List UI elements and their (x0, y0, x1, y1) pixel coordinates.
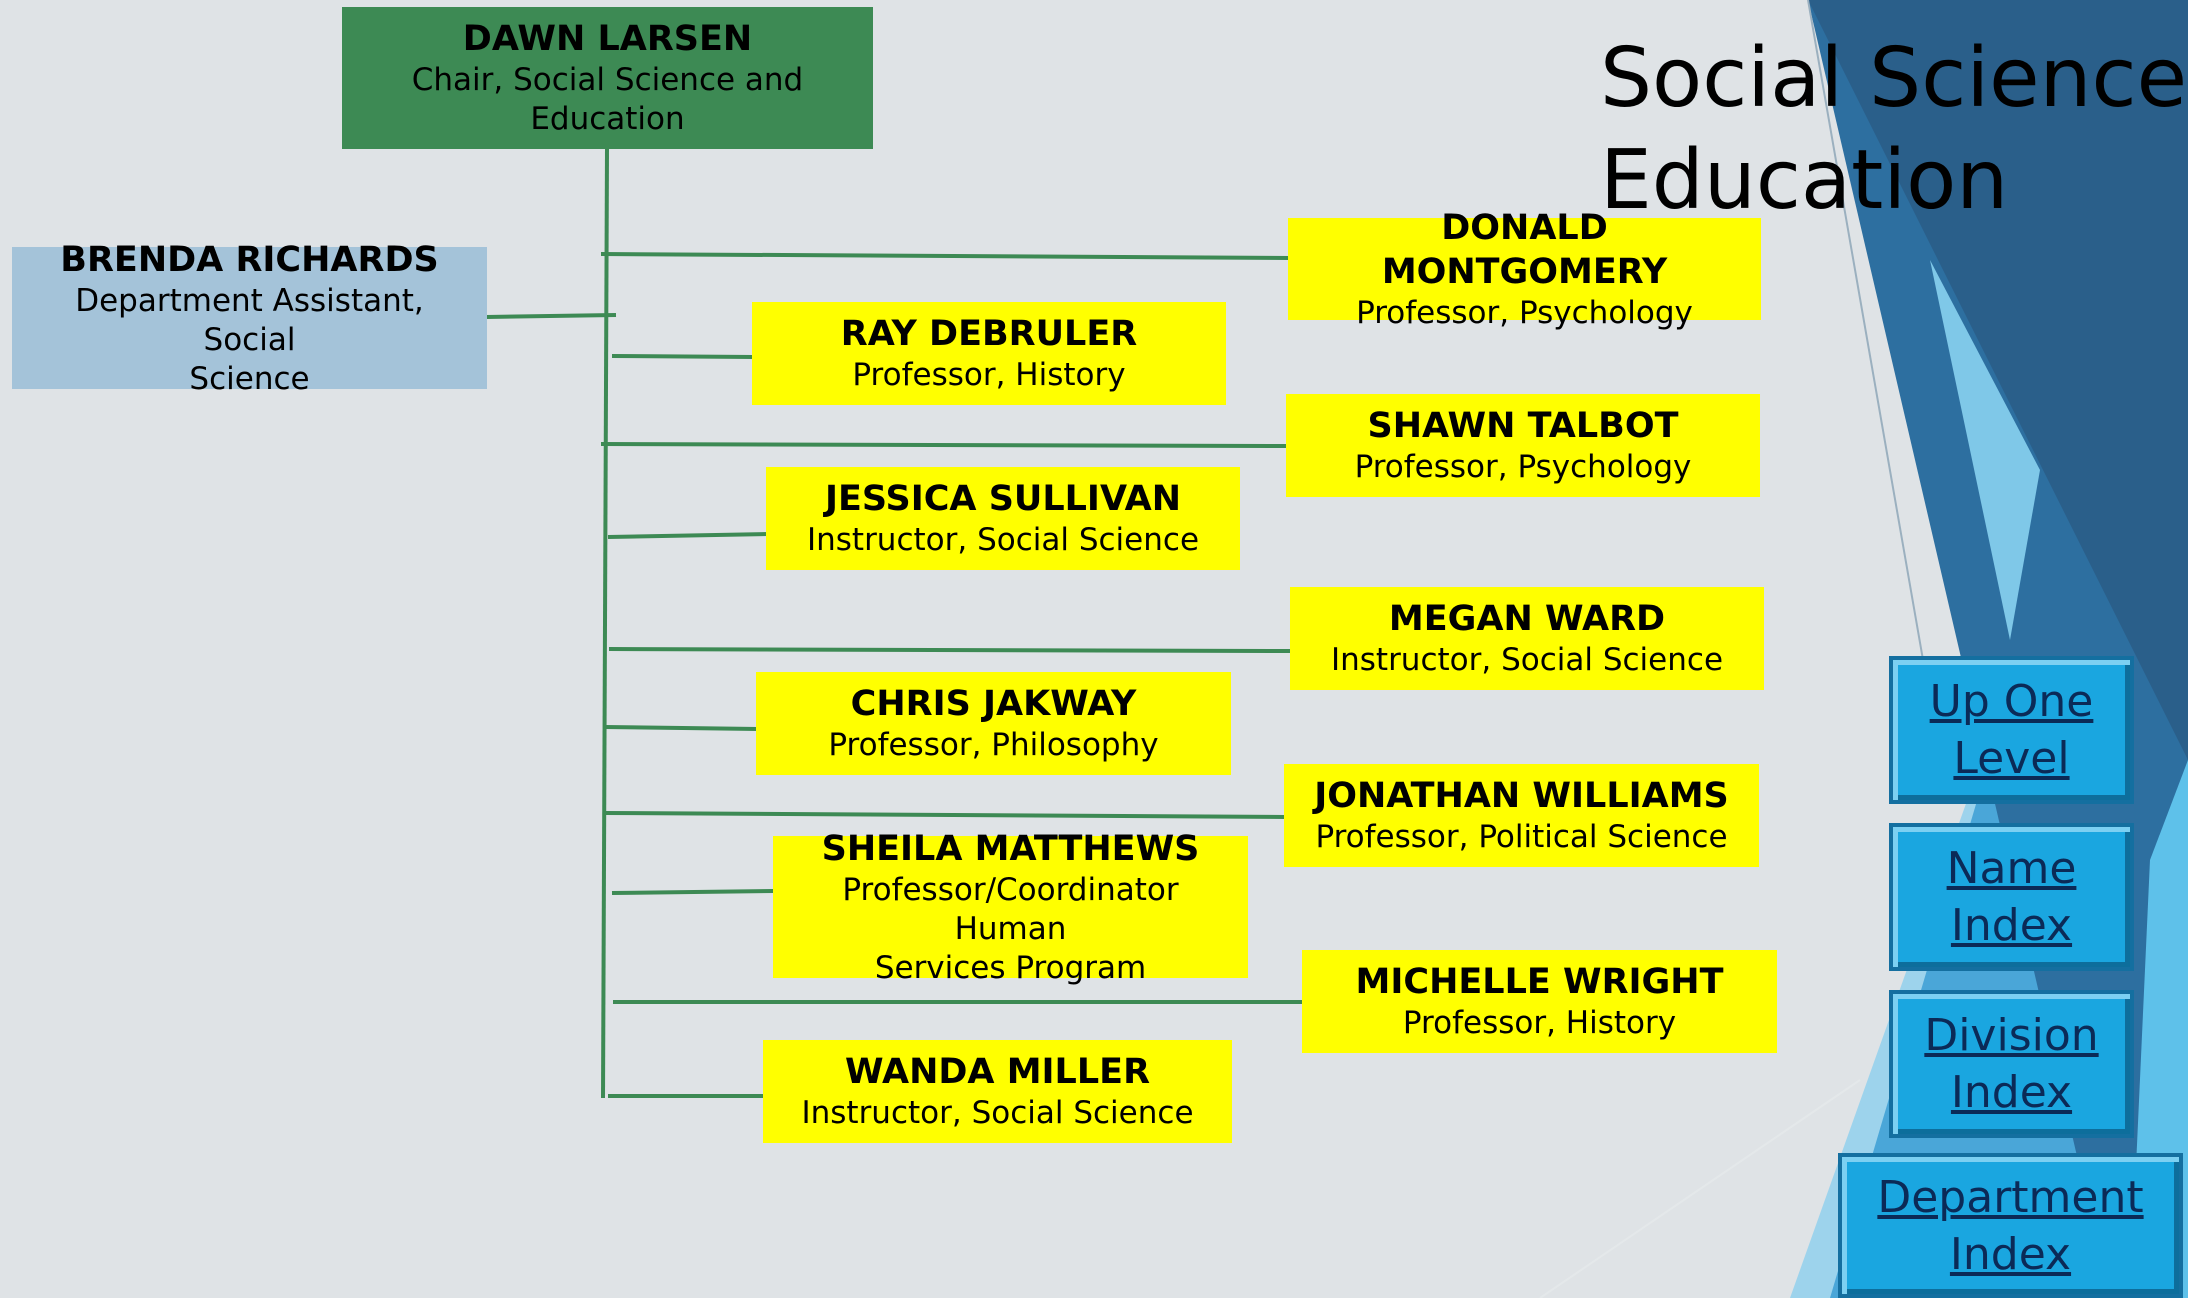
person-role: Department Assistant, Social (75, 282, 424, 358)
person-name: MEGAN WARD (1388, 599, 1666, 639)
member-box-jessica-sullivan: JESSICA SULLIVAN Instructor, Social Scie… (766, 467, 1240, 570)
person-role: Professor, Philosophy (828, 727, 1159, 763)
member-box-chris-jakway: CHRIS JAKWAY Professor, Philosophy (756, 672, 1231, 775)
member-box-ray-debruler: RAY DEBRULER Professor, History (752, 302, 1226, 405)
chair-box: DAWN LARSEN Chair, Social Science and Ed… (342, 7, 873, 149)
person-name: DAWN LARSEN (462, 19, 753, 59)
deco-shape-light-edge (1930, 260, 2040, 640)
member-box-jonathan-williams: JONATHAN WILLIAMS Professor, Political S… (1284, 764, 1759, 867)
deco-shape-dark-overlay (1808, 0, 2188, 760)
connector-chris-jakway (604, 725, 759, 731)
person-name: CHRIS JAKWAY (850, 684, 1137, 724)
person-role: Professor/Coordinator Human (842, 871, 1179, 947)
connector-ray-debruler (611, 354, 755, 359)
slide-title-line2: Education (1600, 133, 2009, 228)
member-box-shawn-talbot: SHAWN TALBOT Professor, Psychology (1286, 394, 1760, 497)
person-role: Instructor, Social Science (1330, 642, 1724, 678)
nav-label: Department (1877, 1171, 2144, 1223)
division-index-button[interactable]: Division Index (1889, 990, 2134, 1138)
connector-jessica-sullivan (607, 532, 769, 539)
up-one-level-button[interactable]: Up One Level (1889, 656, 2134, 804)
person-name: RAY DEBRULER (840, 314, 1138, 354)
connector-shawn-talbot (600, 442, 1289, 448)
person-name: JONATHAN WILLIAMS (1314, 776, 1729, 816)
nav-label: Level (1953, 733, 2070, 784)
member-box-donald-montgomery: DONALD MONTGOMERY Professor, Psychology (1288, 208, 1761, 331)
connector-assistant (485, 313, 617, 319)
person-name: JESSICA SULLIVAN (824, 479, 1182, 519)
slide-title: Social Science a Education (1600, 28, 2188, 232)
person-role: Instructor, Social Science (806, 522, 1200, 558)
person-role: Professor, History (1402, 1005, 1677, 1041)
person-role: Science (189, 360, 310, 397)
person-role: Professor, History (852, 357, 1126, 393)
department-index-button[interactable]: Department Index (1838, 1153, 2183, 1298)
member-box-wanda-miller: WANDA MILLER Instructor, Social Science (763, 1040, 1232, 1143)
person-role: Professor, Psychology (1354, 449, 1692, 485)
person-role: Professor, Psychology (1356, 294, 1693, 331)
nav-label: Up One (1929, 676, 2094, 727)
nav-label: Index (1949, 1228, 2072, 1280)
person-name: MICHELLE WRIGHT (1355, 962, 1724, 1002)
person-role: Education (530, 101, 685, 137)
nav-label: Name (1946, 843, 2077, 894)
person-name: DONALD MONTGOMERY (1381, 207, 1668, 292)
person-name: SHEILA MATTHEWS (821, 828, 1200, 869)
deco-line (1539, 1079, 1861, 1298)
person-role: Instructor, Social Science (801, 1095, 1194, 1131)
connector-donald-montgomery (600, 252, 1291, 260)
person-name: SHAWN TALBOT (1367, 406, 1679, 446)
person-role: Chair, Social Science and (411, 62, 804, 98)
nav-label: Index (1950, 900, 2073, 951)
connector-sheila-matthews (611, 889, 775, 895)
person-name: WANDA MILLER (844, 1052, 1151, 1092)
member-box-michelle-wright: MICHELLE WRIGHT Professor, History (1302, 950, 1777, 1053)
person-role: Services Program (874, 949, 1147, 986)
member-box-megan-ward: MEGAN WARD Instructor, Social Science (1290, 587, 1764, 690)
connector-megan-ward (608, 647, 1291, 653)
person-role: Professor, Political Science (1315, 819, 1728, 855)
nav-label: Index (1950, 1067, 2073, 1118)
connector-jonathan-williams (604, 811, 1287, 819)
deco-line (1807, 0, 1931, 701)
nav-label: Division (1924, 1010, 2099, 1061)
name-index-button[interactable]: Name Index (1889, 823, 2134, 971)
trunk-line (601, 147, 609, 1099)
person-name: BRENDA RICHARDS (60, 239, 439, 280)
slide-title-line1: Social Science a (1600, 31, 2188, 126)
member-box-sheila-matthews: SHEILA MATTHEWS Professor/Coordinator Hu… (773, 829, 1248, 986)
assistant-box: BRENDA RICHARDS Department Assistant, So… (12, 240, 487, 397)
